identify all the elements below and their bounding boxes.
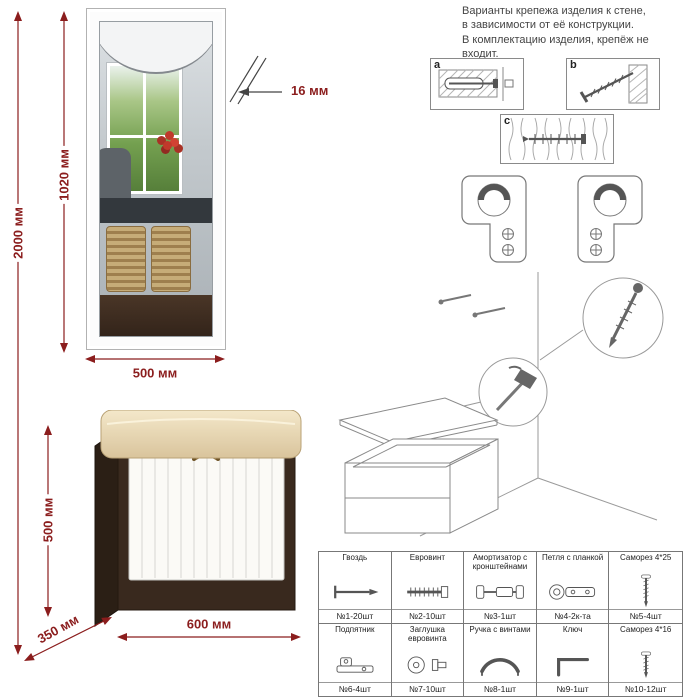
angled-screw-icon bbox=[579, 64, 648, 104]
part-name: Евровинт bbox=[409, 553, 446, 562]
part-name: Заглушка евровинта bbox=[408, 625, 447, 643]
part-qty: №4-2к-та bbox=[536, 609, 609, 623]
part-name: Амортизатор с кронштейнами bbox=[472, 553, 528, 571]
cap-icon bbox=[408, 655, 447, 674]
mirror-width-label: 500 мм bbox=[129, 365, 181, 381]
mirror-thickness-detail bbox=[229, 55, 282, 105]
part-name: Петля с планкой bbox=[541, 553, 604, 562]
part-qty: №9-1шт bbox=[536, 682, 609, 696]
part-cell-screw-4x16: Саморез 4*16 №10-12шт bbox=[609, 624, 682, 696]
reflection-baskets bbox=[105, 226, 191, 293]
screw-detail-circle bbox=[539, 277, 664, 361]
part-cell-screw-4x25: Саморез 4*25 №5-4шт bbox=[609, 552, 682, 624]
nail-icon bbox=[333, 585, 379, 599]
part-cell-glide: Подпятник №6-4шт bbox=[319, 624, 392, 696]
mounting-option-a-label: a bbox=[434, 59, 441, 71]
cabinet-box-wireframe bbox=[344, 438, 499, 534]
part-cell-cap: Заглушка евровинта №7-10шт bbox=[391, 624, 465, 696]
mounting-note: Варианты крепежа изделия к стене, в зави… bbox=[462, 4, 684, 61]
part-qty: №7-10шт bbox=[391, 682, 464, 696]
floating-screws-icon bbox=[438, 294, 506, 318]
part-qty: №5-4шт bbox=[609, 609, 682, 623]
bench-depth-arrow bbox=[24, 617, 112, 661]
part-qty: №1-20шт bbox=[319, 609, 391, 623]
bench-width-arrow bbox=[117, 633, 301, 641]
bench-width-label: 600 мм bbox=[183, 616, 235, 632]
part-name: Ручка с винтами bbox=[469, 625, 531, 634]
euroscrew-icon bbox=[407, 586, 449, 598]
mounting-option-c: c bbox=[500, 114, 614, 164]
part-name: Подпятник bbox=[335, 625, 375, 634]
part-cell-euroscrew: Евровинт №2-10шт bbox=[391, 552, 465, 624]
part-qty: №8-1шт bbox=[464, 682, 536, 696]
reflection-floor bbox=[100, 295, 212, 336]
part-cell-handle: Ручка с винтами №8-1шт bbox=[464, 624, 537, 696]
part-qty: №3-1шт bbox=[464, 609, 536, 623]
wood-screw-icon bbox=[508, 117, 608, 161]
overall-height-arrow bbox=[14, 11, 22, 655]
reflection-counter bbox=[100, 197, 212, 223]
mirror-width-arrow bbox=[85, 355, 225, 363]
mounting-option-c-label: c bbox=[504, 115, 511, 127]
hammer-detail-circle bbox=[446, 357, 548, 427]
part-qty: №6-4шт bbox=[319, 682, 391, 696]
concrete-anchor-icon bbox=[438, 67, 514, 101]
gas-lift-icon bbox=[476, 585, 524, 599]
hex-key-icon bbox=[556, 657, 589, 676]
part-name: Саморез 4*25 bbox=[620, 553, 672, 562]
mounting-option-b-label: b bbox=[570, 59, 577, 71]
part-cell-nail: Гвоздь №1-20шт bbox=[319, 552, 392, 624]
screw-icon bbox=[640, 574, 651, 608]
handle-icon bbox=[480, 657, 520, 676]
screw-icon bbox=[640, 651, 651, 678]
mirror-illustration bbox=[86, 8, 226, 350]
assembly-illustration bbox=[338, 272, 664, 537]
parts-table: Гвоздь №1-20шт Евровинт №2-10шт Амортиза… bbox=[318, 551, 683, 697]
mounting-option-a: a bbox=[430, 58, 524, 110]
note-line-2: в зависимости от её конструкции. bbox=[462, 19, 634, 32]
note-line-1: Варианты крепежа изделия к стене, bbox=[462, 5, 646, 17]
wall-bracket-diagram-right bbox=[577, 175, 643, 263]
part-name: Ключ bbox=[562, 625, 583, 634]
reflection-flowers bbox=[162, 141, 172, 151]
part-name: Саморез 4*16 bbox=[620, 625, 672, 634]
overall-height-label: 2000 мм bbox=[10, 204, 26, 262]
part-cell-hex-key: Ключ №9-1шт bbox=[536, 624, 610, 696]
part-name: Гвоздь bbox=[342, 553, 368, 562]
note-line-3: В комплектацию изделия, крепёж не входит… bbox=[462, 33, 649, 60]
part-cell-gas-lift: Амортизатор с кронштейнами №3-1шт bbox=[464, 552, 537, 624]
mounting-option-b: b bbox=[566, 58, 660, 110]
part-qty: №2-10шт bbox=[391, 609, 464, 623]
mirror-thickness-label: 16 мм bbox=[288, 83, 332, 98]
part-qty: №10-12шт bbox=[609, 682, 682, 696]
shoe-bench-illustration bbox=[94, 410, 302, 627]
glide-icon bbox=[336, 656, 374, 673]
hinge-icon bbox=[548, 584, 595, 600]
wall-bracket-diagram-left bbox=[461, 175, 527, 263]
mirror-height-label: 1020 мм bbox=[56, 146, 72, 204]
mirror-glass bbox=[99, 21, 213, 337]
bench-height-label: 500 мм bbox=[40, 494, 56, 546]
part-cell-hinge: Петля с планкой №4-2к-та bbox=[536, 552, 610, 624]
